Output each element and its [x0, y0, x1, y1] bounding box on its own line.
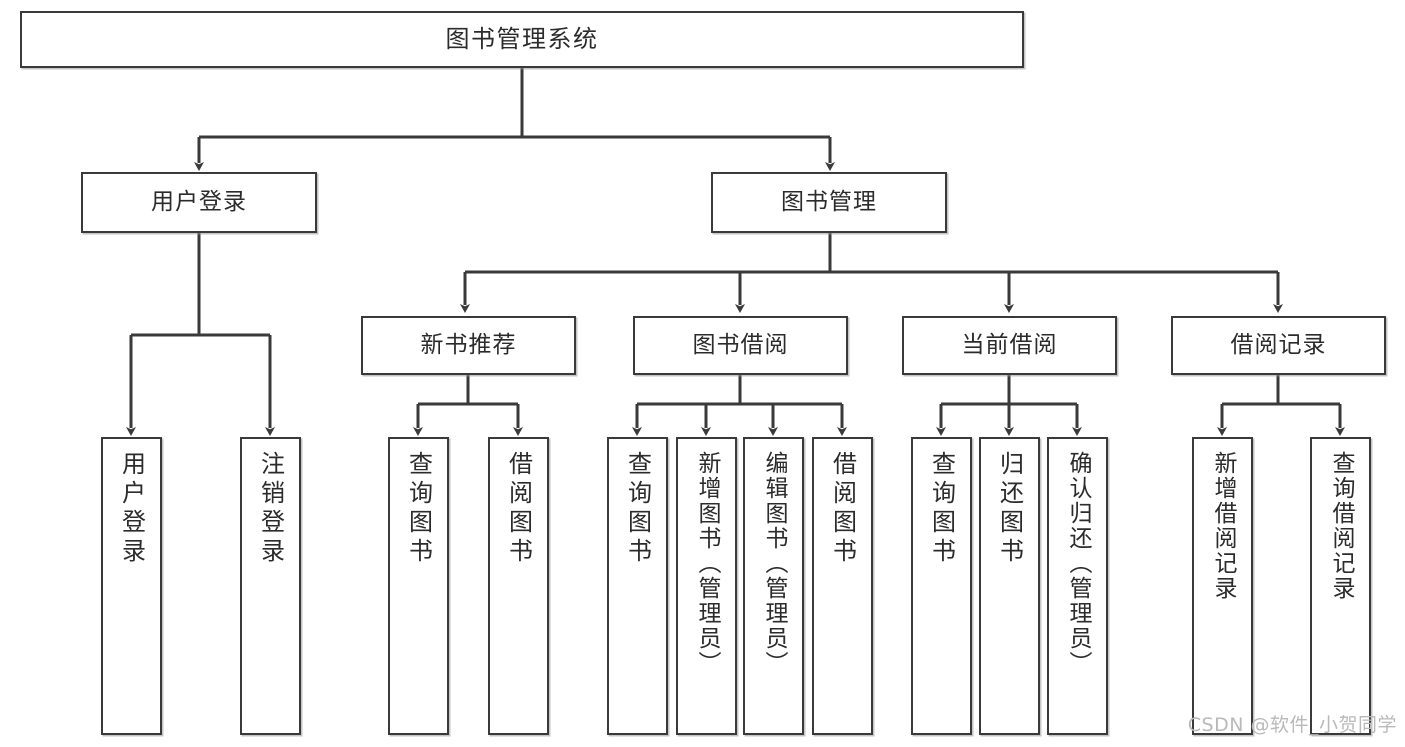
- node-label: 查询借阅记录: [1328, 451, 1354, 601]
- leaf-return-book[interactable]: 归还图书: [979, 437, 1040, 735]
- node-label: 借阅记录: [1230, 331, 1327, 358]
- node-label: 查询图书: [927, 451, 956, 567]
- node-label: 新增借阅记录: [1210, 451, 1236, 601]
- leaf-query-borrow-record[interactable]: 查询借阅记录: [1310, 437, 1371, 735]
- node-label: 查询图书: [623, 451, 652, 567]
- leaf-query-book-borrow[interactable]: 查询图书: [607, 437, 668, 735]
- leaf-borrow-book-new-recommend[interactable]: 借阅图书: [488, 437, 549, 735]
- node-label: 当前借阅: [961, 331, 1058, 358]
- node-label: 用户登录: [117, 451, 146, 567]
- node-user-login[interactable]: 用户登录: [81, 172, 317, 233]
- leaf-add-borrow-record[interactable]: 新增借阅记录: [1192, 437, 1253, 735]
- node-label: 图书管理: [781, 188, 877, 215]
- node-label: 图书借阅: [692, 331, 789, 358]
- leaf-logout-login[interactable]: 注销登录: [240, 437, 301, 735]
- node-label: 借阅图书: [828, 451, 857, 567]
- node-label: 新书推荐: [420, 331, 517, 358]
- leaf-query-book-current[interactable]: 查询图书: [911, 437, 972, 735]
- node-label: 编辑图书（管理员）: [761, 451, 787, 676]
- node-label: 用户登录: [151, 188, 247, 215]
- leaf-confirm-return-admin[interactable]: 确认归还（管理员）: [1047, 437, 1108, 735]
- leaf-query-book-new-recommend[interactable]: 查询图书: [388, 437, 449, 735]
- node-label: 借阅图书: [504, 451, 533, 567]
- node-label: 新增图书（管理员）: [694, 451, 720, 676]
- node-root-book-management-system[interactable]: 图书管理系统: [20, 11, 1024, 68]
- leaf-user-login[interactable]: 用户登录: [101, 437, 162, 735]
- node-label: 注销登录: [256, 451, 285, 567]
- node-book-borrow[interactable]: 图书借阅: [633, 316, 848, 375]
- leaf-edit-book-admin[interactable]: 编辑图书（管理员）: [743, 437, 804, 735]
- node-label: 归还图书: [995, 451, 1024, 567]
- node-new-book-recommend[interactable]: 新书推荐: [361, 316, 576, 375]
- node-current-borrow[interactable]: 当前借阅: [902, 316, 1117, 375]
- leaf-add-book-admin[interactable]: 新增图书（管理员）: [676, 437, 737, 735]
- csdn-watermark: CSDN @软件_小贺同学: [1187, 714, 1397, 736]
- node-book-manage[interactable]: 图书管理: [711, 172, 947, 233]
- node-label: 图书管理系统: [445, 25, 599, 54]
- node-label: 确认归还（管理员）: [1065, 451, 1091, 676]
- leaf-borrow-book-borrow[interactable]: 借阅图书: [812, 437, 873, 735]
- node-label: 查询图书: [404, 451, 433, 567]
- node-borrow-record[interactable]: 借阅记录: [1171, 316, 1386, 375]
